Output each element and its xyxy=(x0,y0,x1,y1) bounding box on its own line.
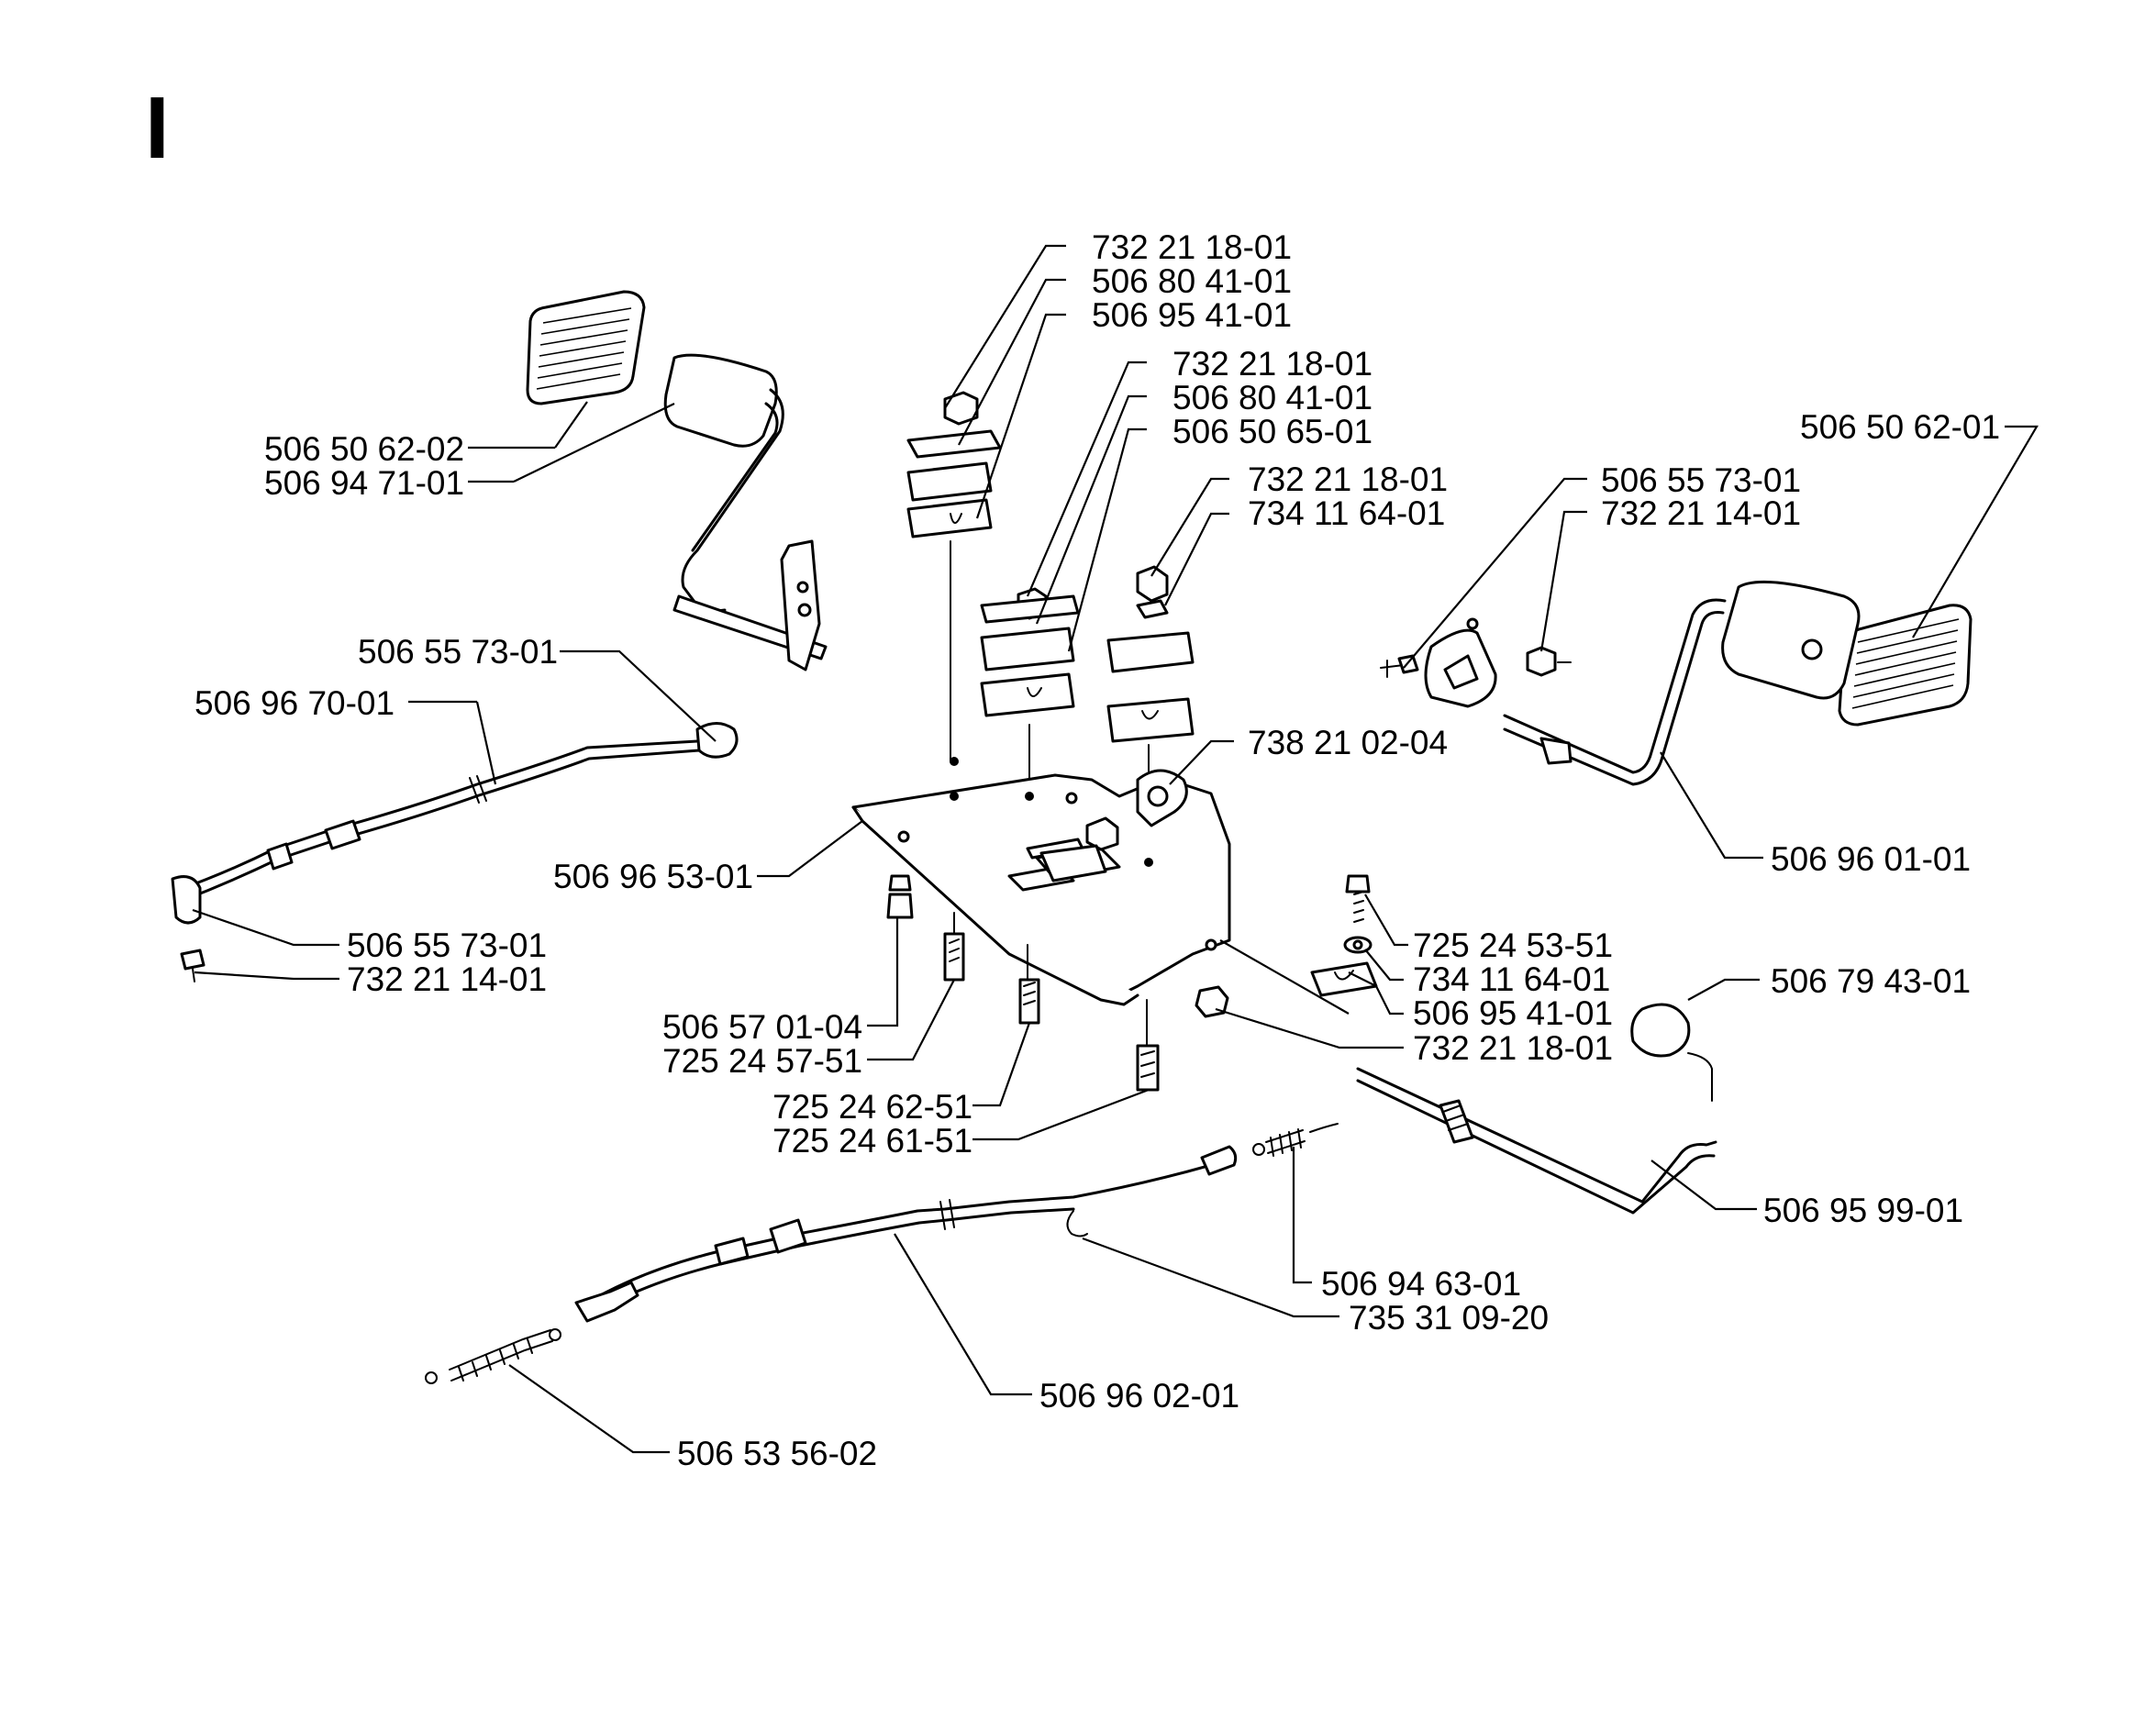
control-lever xyxy=(1356,1003,1717,1215)
label-506-50-62-01: 506 50 62-01 xyxy=(1800,408,2000,446)
left-pedal-pad xyxy=(526,290,646,405)
label-506-96-01-01: 506 96 01-01 xyxy=(1771,840,1971,878)
plate-bolts xyxy=(886,874,1229,1092)
label-732-21-14-01-b: 732 21 14-01 xyxy=(1601,494,1801,532)
section-letter: I xyxy=(145,79,170,177)
label-732-21-18-01-c: 732 21 18-01 xyxy=(1248,461,1448,498)
label-732-21-18-01-d: 732 21 18-01 xyxy=(1413,1029,1613,1067)
label-506-94-71-01: 506 94 71-01 xyxy=(264,464,464,502)
label-506-96-02-01: 506 96 02-01 xyxy=(1039,1377,1239,1415)
label-506-50-65-01: 506 50 65-01 xyxy=(1172,413,1373,450)
label-732-21-14-01-a: 732 21 14-01 xyxy=(347,960,547,998)
label-732-21-18-01-b: 732 21 18-01 xyxy=(1172,345,1373,383)
label-725-24-57-51: 725 24 57-51 xyxy=(662,1042,862,1080)
label-734-11-64-01-a: 734 11 64-01 xyxy=(1248,494,1445,532)
label-506-95-41-01-a: 506 95 41-01 xyxy=(1092,296,1292,334)
mounting-plate xyxy=(851,769,1231,1006)
label-506-95-99-01: 506 95 99-01 xyxy=(1763,1192,1963,1229)
upper-right-stack xyxy=(1106,565,1195,845)
right-pedal-pad xyxy=(1838,604,1973,727)
label-506-79-43-01: 506 79 43-01 xyxy=(1771,962,1971,1000)
left-cable xyxy=(171,722,739,982)
upper-left-stack xyxy=(906,391,1002,766)
label-506-80-41-01-b: 506 80 41-01 xyxy=(1172,379,1373,416)
e-clip xyxy=(1066,1210,1088,1237)
right-hardware xyxy=(1310,874,1378,997)
label-725-24-61-51: 725 24 61-51 xyxy=(772,1122,972,1160)
label-506-55-73-01-a: 506 55 73-01 xyxy=(358,633,558,671)
label-506-55-73-01-b: 506 55 73-01 xyxy=(347,927,547,964)
leader-lines xyxy=(192,244,2039,1454)
left-pedal-arm xyxy=(663,353,828,671)
label-506-55-73-01-c: 506 55 73-01 xyxy=(1601,461,1801,499)
part-number-labels: 732 21 18-01 506 80 41-01 506 95 41-01 7… xyxy=(194,228,2000,1472)
label-738-21-02-04: 738 21 02-04 xyxy=(1248,724,1448,761)
label-732-21-18-01-a: 732 21 18-01 xyxy=(1092,228,1292,266)
label-506-96-53-01: 506 96 53-01 xyxy=(553,858,753,895)
label-506-96-70-01: 506 96 70-01 xyxy=(194,684,395,722)
label-506-80-41-01-a: 506 80 41-01 xyxy=(1092,262,1292,300)
label-506-57-01-04: 506 57 01-04 xyxy=(662,1008,862,1046)
upper-middle-stack xyxy=(980,587,1080,801)
label-725-24-62-51: 725 24 62-51 xyxy=(772,1088,972,1126)
label-506-50-62-02: 506 50 62-02 xyxy=(264,430,464,468)
label-725-24-53-51: 725 24 53-51 xyxy=(1413,927,1613,964)
right-pedal-arm xyxy=(1380,580,1861,786)
label-506-94-63-01: 506 94 63-01 xyxy=(1321,1265,1521,1303)
label-506-95-41-01-b: 506 95 41-01 xyxy=(1413,994,1613,1032)
label-506-53-56-02: 506 53 56-02 xyxy=(677,1435,877,1472)
label-735-31-09-20: 735 31 09-20 xyxy=(1349,1299,1549,1337)
lower-cable xyxy=(425,1145,1238,1384)
lower-spring xyxy=(1252,1123,1339,1157)
label-734-11-64-01-b: 734 11 64-01 xyxy=(1413,960,1610,998)
